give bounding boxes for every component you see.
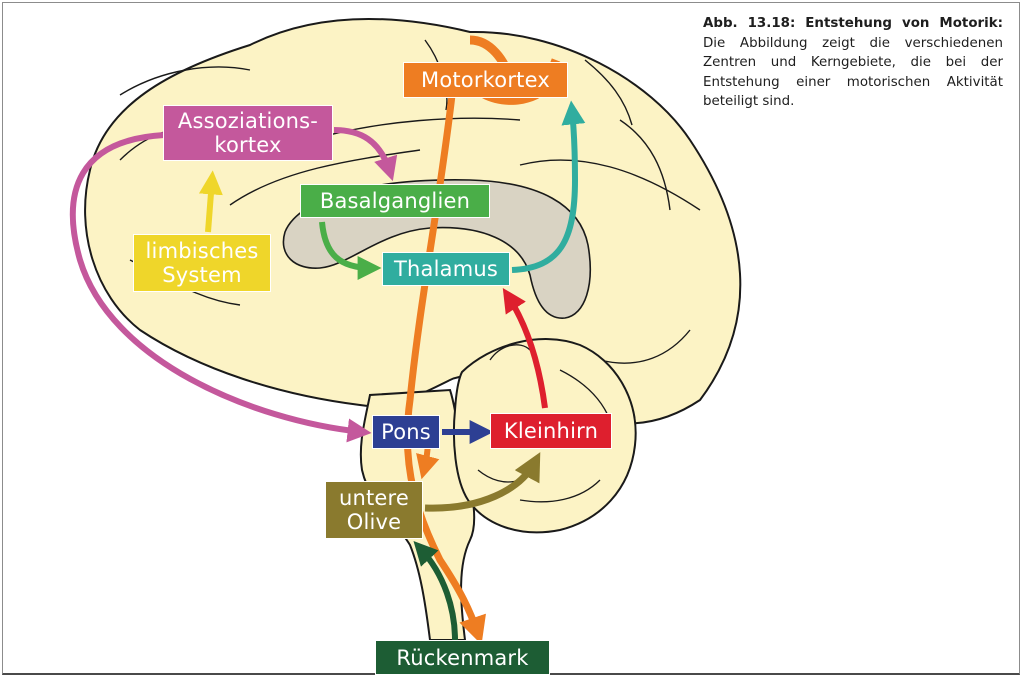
label-limbisches-system: limbisches System [133, 234, 271, 292]
label-assoziationskortex: Assoziations- kortex [163, 105, 333, 161]
label-rueckenmark: Rückenmark [375, 640, 550, 675]
label-basalganglien: Basalganglien [300, 184, 490, 218]
cerebellum-to-thalamus-arrow [502, 287, 548, 409]
olive-to-cerebellum-arrow [424, 452, 541, 512]
association-to-basalganglia-arrow [333, 127, 398, 182]
spinalcord-to-olive-arrow [413, 540, 458, 641]
association-to-pons-arrow [69, 132, 372, 443]
thalamus-to-motorcortex-arrow [511, 100, 586, 273]
caption-label: Abb. 13.18: Entstehung von Motorik: [703, 16, 1003, 31]
basalganglia-to-thalamus-arrow [319, 221, 382, 280]
caption-text: Die Abbildung zeigt die verschiedenen Ze… [703, 35, 1003, 110]
figure-caption: Abb. 13.18: Entstehung von Motorik: Die … [703, 14, 1003, 112]
label-kleinhirn: Kleinhirn [490, 413, 612, 449]
label-pons: Pons [372, 415, 440, 449]
cerebellum-folia [477, 344, 611, 503]
label-thalamus: Thalamus [382, 252, 510, 286]
label-untere-olive: untere Olive [325, 481, 423, 539]
limbic-to-association-arrow [198, 170, 223, 233]
label-motorkortex: Motorkortex [403, 62, 568, 98]
